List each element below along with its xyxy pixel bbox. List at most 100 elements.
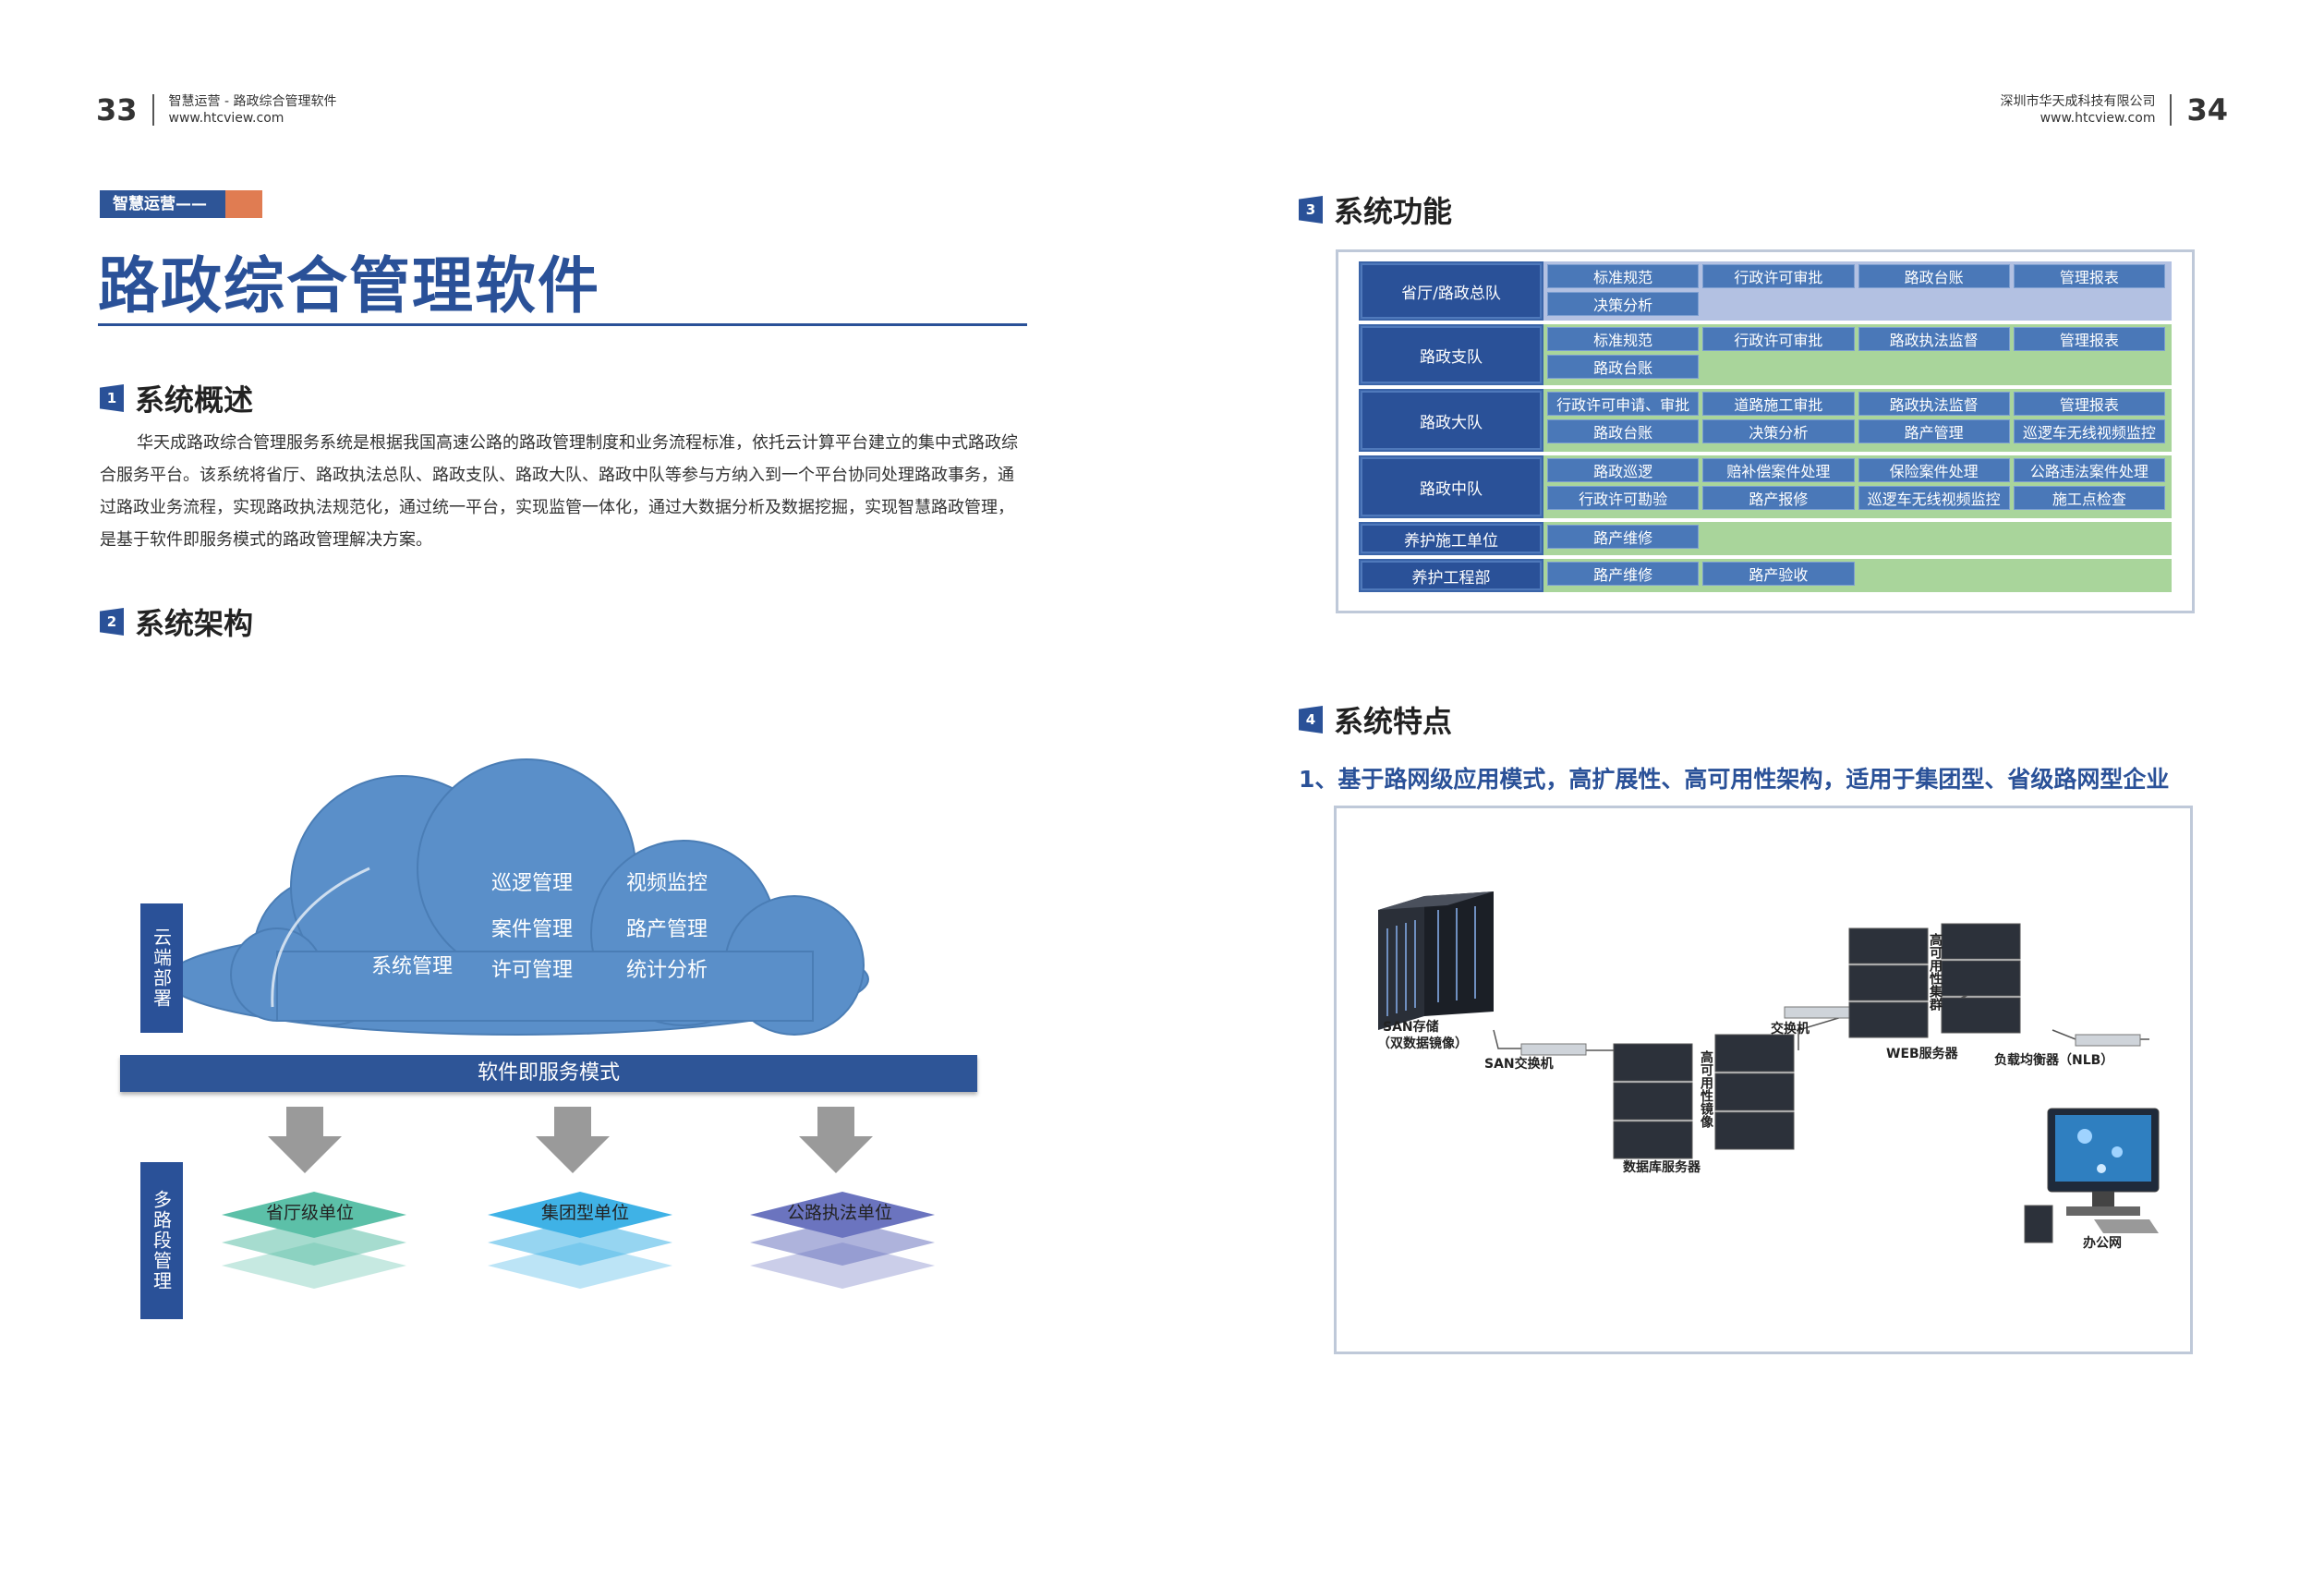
function-row-squadron: 路政中队 路政巡逻 赔补偿案件处理 保险案件处理 公路违法案件处理 行政许可勘验… <box>1359 455 2172 518</box>
nlb-icon <box>2075 1034 2141 1047</box>
architecture-diagram: 云端部署 多路段管理 巡逻管理 视频监控 案件管理 路产管理 系统管理 许可管理… <box>92 730 998 1339</box>
function-cell: 路产验收 <box>1702 562 1855 586</box>
function-table: 省厅/路政总队 标准规范 行政许可审批 路政台账 管理报表 决策分析 路政支队 … <box>1336 249 2195 613</box>
network-graphics <box>1378 891 2206 1243</box>
function-cells: 行政许可申请、审批 道路施工审批 路政执法监督 管理报表 路政台账 决策分析 路… <box>1543 389 2172 452</box>
section-number: 2 <box>100 608 124 636</box>
layer-stack-province <box>222 1192 406 1289</box>
cloud-item-stats: 统计分析 <box>626 959 708 982</box>
category-tag: 智慧运营—— <box>100 190 262 218</box>
header-divider <box>151 94 154 126</box>
network-diagram: SAN存储 （双数据镜像） SAN交换机 数据库服务器 高可用性镜像 交换机 W… <box>1334 806 2206 1354</box>
san-storage-sublabel: （双数据镜像） <box>1377 1036 1468 1051</box>
title-underline <box>98 323 1027 326</box>
core-switch-label: 交换机 <box>1771 1022 1810 1036</box>
cloud-shape <box>165 758 869 1036</box>
function-row-label: 养护施工单位 <box>1359 522 1543 555</box>
header-url-left: www.htcview.com <box>168 111 284 126</box>
section-header-overview: 1 系统概述 <box>100 377 253 419</box>
san-storage-icon <box>1378 891 1494 1030</box>
function-cell: 路政台账 <box>1547 355 1700 379</box>
page-number-left: 33 <box>96 92 138 127</box>
san-switch-label: SAN交换机 <box>1484 1057 1554 1072</box>
office-network-label: 办公网 <box>2083 1236 2122 1251</box>
layer-stack-enforcement <box>750 1192 935 1289</box>
overview-paragraph: 华天成路政综合管理服务系统是根据我国高速公路的路政管理制度和业务流程标准，依托云… <box>100 433 1018 550</box>
function-cell: 行政许可审批 <box>1702 327 1855 351</box>
section-number: 4 <box>1299 706 1323 733</box>
section-title: 系统功能 <box>1334 194 1453 229</box>
function-cell: 路产维修 <box>1547 525 1700 549</box>
multi-segment-label: 多路段管理 <box>140 1162 183 1319</box>
section-header-architecture: 2 系统架构 <box>100 600 253 643</box>
function-cell: 巡逻车无线视频监控 <box>1858 486 2010 510</box>
function-cells: 标准规范 行政许可审批 路政执法监督 管理报表 路政台账 <box>1543 324 2172 385</box>
san-storage-label: SAN存储 <box>1383 1020 1439 1035</box>
layer-stack-group <box>488 1192 672 1289</box>
function-row-province: 省厅/路政总队 标准规范 行政许可审批 路政台账 管理报表 决策分析 <box>1359 261 2172 321</box>
cloud-item-patrol: 巡逻管理 <box>491 872 574 895</box>
function-cell: 保险案件处理 <box>1858 458 2010 482</box>
section-number: 3 <box>1299 196 1323 224</box>
section-header-features: 4 系统特点 <box>1299 698 1452 741</box>
function-cells: 标准规范 行政许可审批 路政台账 管理报表 决策分析 <box>1543 261 2172 321</box>
header-url-right: www.htcview.com <box>2040 111 2156 126</box>
function-row-label: 路政大队 <box>1359 389 1543 452</box>
architecture-graphics <box>165 758 935 1289</box>
arrow-icons <box>268 1107 873 1173</box>
saas-bar: 软件即服务模式 <box>120 1055 977 1092</box>
header-title-right: 深圳市华天成科技有限公司 <box>2000 94 2156 109</box>
layer-label-enforcement: 公路执法单位 <box>787 1203 893 1223</box>
function-cell: 决策分析 <box>1702 419 1855 443</box>
header-text-right: 深圳市华天成科技有限公司 www.htcview.com <box>2000 93 2155 127</box>
feature-point-1: 1、基于路网级应用模式，高扩展性、高可用性架构，适用于集团型、省级路网型企业 <box>1299 766 2170 793</box>
header-text-left: 智慧运营 - 路政综合管理软件 www.htcview.com <box>169 93 337 127</box>
function-cell: 路产维修 <box>1547 562 1700 586</box>
header-title-left: 智慧运营 - 路政综合管理软件 <box>168 94 337 109</box>
cloud-deploy-label: 云端部署 <box>140 903 183 1033</box>
function-cell: 路政台账 <box>1547 419 1700 443</box>
cloud-item-video: 视频监控 <box>626 872 708 895</box>
web-server-icon <box>1848 923 2021 1038</box>
page-header-left: 33 智慧运营 - 路政综合管理软件 www.htcview.com <box>96 92 336 127</box>
cloud-item-system: 系统管理 <box>371 955 454 978</box>
function-cell: 标准规范 <box>1547 264 1700 288</box>
ha-mirror-label: 高可用性镜像 <box>1699 1050 1713 1128</box>
database-server-label: 数据库服务器 <box>1623 1160 1701 1175</box>
page-number-right: 34 <box>2186 92 2228 127</box>
page-title: 路政综合管理软件 <box>98 250 600 321</box>
function-cell: 路政执法监督 <box>1858 327 2010 351</box>
function-cell: 路政执法监督 <box>1858 392 2010 416</box>
core-switch-icon <box>1784 1006 1850 1019</box>
function-cell: 公路违法案件处理 <box>2013 458 2165 482</box>
function-cell: 赔补偿案件处理 <box>1702 458 1855 482</box>
function-row-brigade: 路政大队 行政许可申请、审批 道路施工审批 路政执法监督 管理报表 路政台账 决… <box>1359 389 2172 452</box>
page-header-right: 34 深圳市华天成科技有限公司 www.htcview.com <box>2000 92 2228 127</box>
function-cell: 决策分析 <box>1547 292 1700 316</box>
cloud-item-case: 案件管理 <box>491 918 574 941</box>
function-cells: 路产维修 路产验收 <box>1543 559 2172 592</box>
function-cell: 管理报表 <box>2013 392 2165 416</box>
cloud-highlight <box>271 867 370 1008</box>
category-tag-accent <box>225 190 262 218</box>
function-cell: 管理报表 <box>2013 264 2165 288</box>
section-title: 系统架构 <box>135 606 254 641</box>
function-row-label: 路政中队 <box>1359 455 1543 518</box>
section-title: 系统概述 <box>135 382 254 418</box>
function-cells: 路产维修 <box>1543 522 2172 555</box>
function-cell: 行政许可申请、审批 <box>1547 392 1700 416</box>
function-row-maintenance-unit: 养护施工单位 路产维修 <box>1359 522 2172 555</box>
ha-cluster-label: 高可用性集群 <box>1928 933 1943 1011</box>
function-row-maintenance-dept: 养护工程部 路产维修 路产验收 <box>1359 559 2172 592</box>
function-cells: 路政巡逻 赔补偿案件处理 保险案件处理 公路违法案件处理 行政许可勘验 路产报修… <box>1543 455 2172 518</box>
layer-label-province: 省厅级单位 <box>266 1203 355 1223</box>
function-cell: 管理报表 <box>2013 327 2165 351</box>
cloud-item-license: 许可管理 <box>491 959 574 982</box>
cloud-item-asset: 路产管理 <box>626 918 708 941</box>
office-computer-icon <box>2024 1108 2160 1243</box>
header-divider <box>2170 94 2173 126</box>
nlb-label: 负载均衡器（NLB） <box>1994 1053 2114 1068</box>
function-cell: 行政许可勘验 <box>1547 486 1700 510</box>
san-switch-icon <box>1520 1043 1587 1056</box>
function-cell: 道路施工审批 <box>1702 392 1855 416</box>
